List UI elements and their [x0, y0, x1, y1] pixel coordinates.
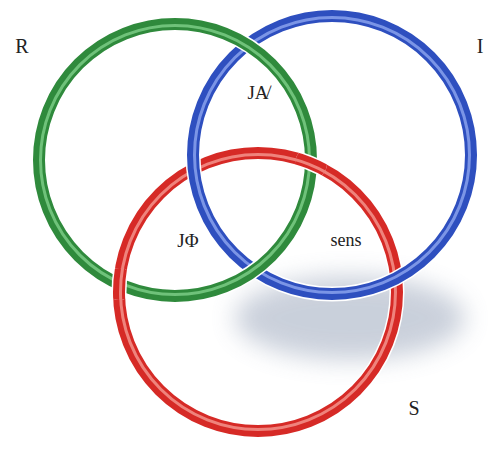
green-ring-highlight	[41, 26, 310, 295]
red-over-ring-edge	[119, 153, 397, 431]
intersection-label: JΦ	[177, 231, 198, 250]
green-ring-edge	[39, 24, 311, 296]
intersection-label: sens	[331, 231, 362, 249]
ring-letter: S	[408, 398, 419, 418]
red-over-ring-edge	[119, 153, 397, 431]
red-over-ring-highlight	[121, 155, 396, 430]
blue-ring-highlight	[195, 18, 470, 293]
intersection-label: JA̸	[247, 83, 268, 102]
green-ring	[39, 24, 311, 296]
red-over-ring-highlight	[121, 155, 396, 430]
ring-letter: I	[477, 36, 484, 56]
ring-letter: R	[15, 36, 28, 56]
blue-ring-edge	[193, 16, 471, 294]
red-over-ring	[119, 153, 397, 431]
blue-ring	[193, 16, 471, 294]
red-over-ring	[119, 153, 397, 431]
